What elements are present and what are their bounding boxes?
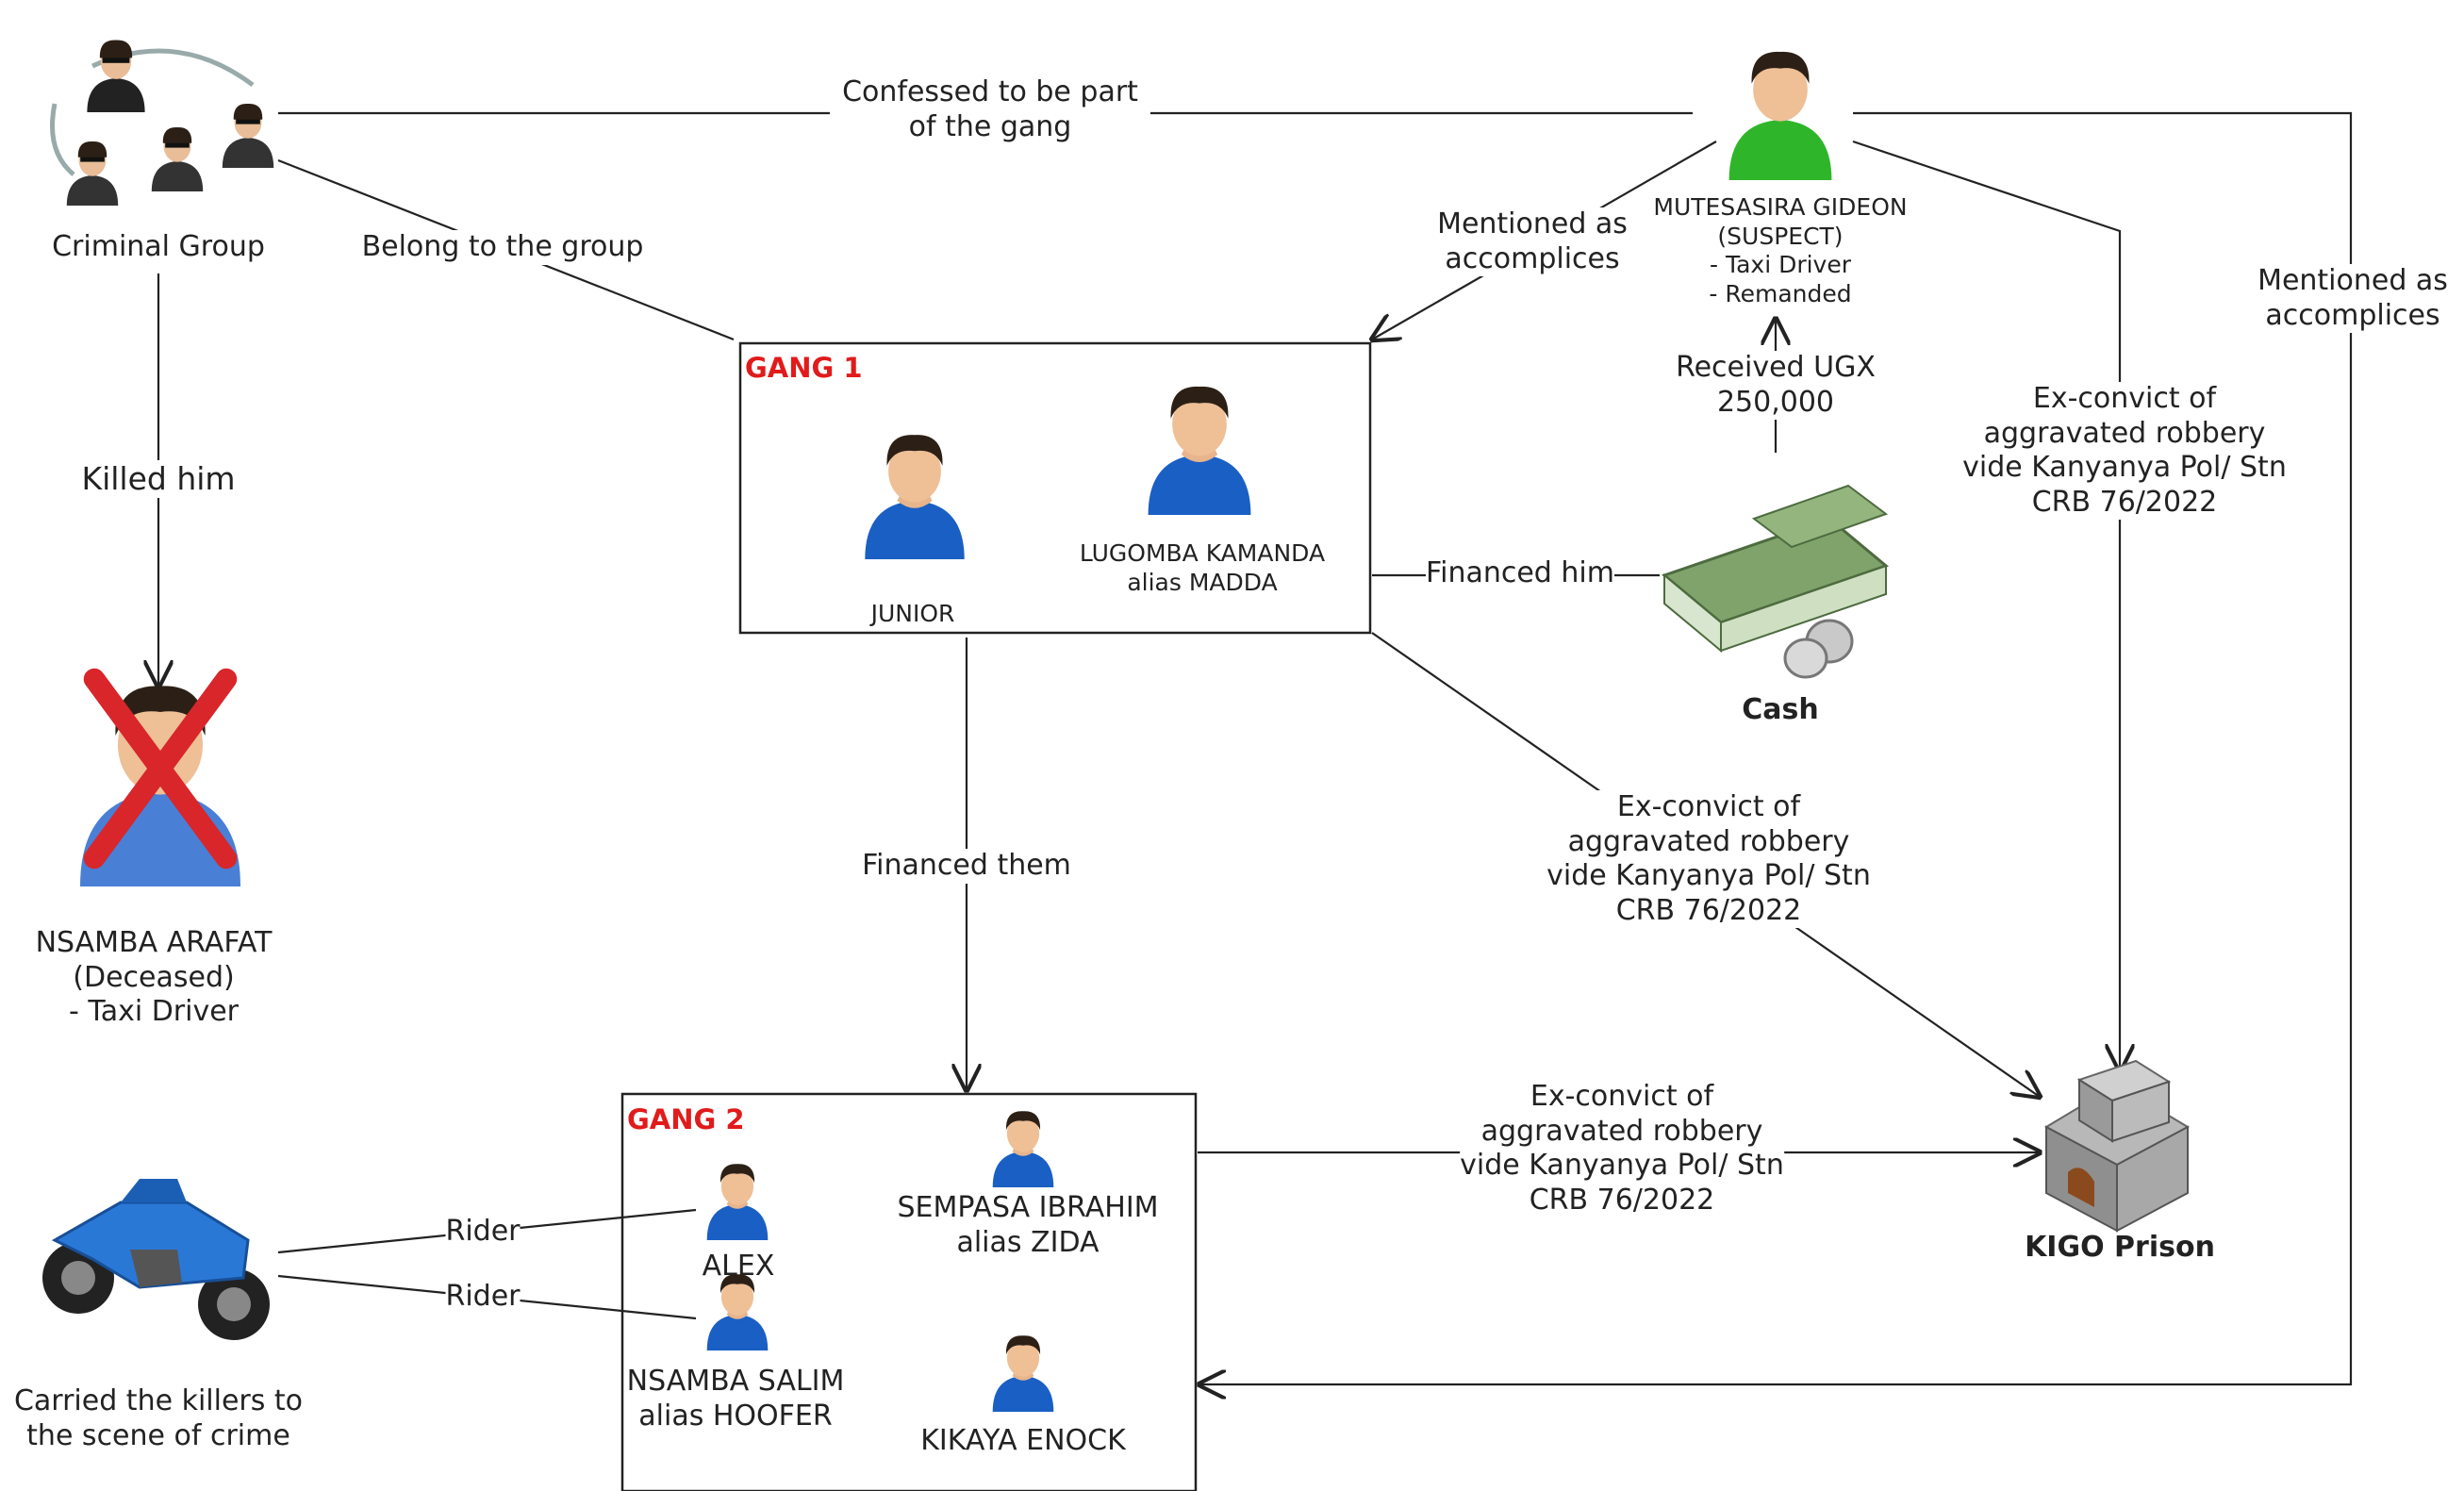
edge-label-exconvict-3-line-1: Ex-convict of <box>2032 382 2217 415</box>
edge-label-exconvict-1-line-3: vide Kanyanya Pol/ Stn <box>1546 859 1871 893</box>
edge-label-received-line-1: Received UGX <box>1676 351 1876 384</box>
gang-1-box <box>738 341 1372 635</box>
cash-icon <box>1661 484 1890 679</box>
edge-label-exconvict-2-line-3: vide Kanyanya Pol/ Stn <box>1460 1149 1784 1183</box>
edge-mentioned-gang2 <box>1199 111 2353 1384</box>
nsamba-arafat-label: NSAMBA ARAFAT (Deceased) - Taxi Driver <box>36 926 273 1030</box>
edge-label-mentioned-1: Mentioned as accomplices <box>1437 207 1628 277</box>
gang-2-title: GANG 2 <box>627 1103 745 1135</box>
edge-exconvict-suspect <box>1852 140 2120 1070</box>
edge-label-exconvict-1: Ex-convict of aggravated robbery vide Ka… <box>1546 790 1871 929</box>
edge-label-confessed: Confessed to be part of the gang <box>842 75 1138 145</box>
alex-label: ALEX <box>702 1250 775 1283</box>
person-icon-lugomba <box>1148 386 1251 515</box>
edge-label-exconvict-2-line-2: aggravated robbery <box>1480 1114 1763 1148</box>
nsamba-salim-line-1: NSAMBA SALIM <box>626 1365 845 1398</box>
edge-label-killed: Killed him <box>81 460 236 499</box>
motorbike-icon <box>42 1179 270 1340</box>
person-icon-kikaya <box>992 1335 1054 1412</box>
mutesasira-line-4: - Remanded <box>1709 279 1852 307</box>
edge-label-rider-2: Rider <box>445 1280 521 1315</box>
junior-label: JUNIOR <box>870 600 955 627</box>
edge-label-received-line-2: 250,000 <box>1716 385 1835 419</box>
kigo-prison-label: KIGO Prison <box>2025 1231 2215 1264</box>
suspect-person-icon <box>1728 51 1832 180</box>
person-icon-sempasa <box>992 1111 1054 1187</box>
edge-label-received: Received UGX 250,000 <box>1676 351 1876 421</box>
cash-label: Cash <box>1742 693 1819 726</box>
motorbike-label: Carried the killers to the scene of crim… <box>14 1384 303 1453</box>
edge-label-mentioned-2-line-2: accomplices <box>2265 298 2440 332</box>
edge-label-financed-them: Financed them <box>862 849 1071 884</box>
nsamba-salim-label: NSAMBA SALIM alias HOOFER <box>627 1365 845 1433</box>
edge-label-confessed-line-1: Confessed to be part <box>842 75 1138 108</box>
edge-label-exconvict-3-line-4: CRB 76/2022 <box>2031 485 2218 519</box>
nsamba-arafat-line-1: NSAMBA ARAFAT <box>35 926 273 959</box>
edge-label-mentioned-1-line-1: Mentioned as <box>1437 207 1628 240</box>
edge-label-exconvict-1-line-1: Ex-convict of <box>1616 790 1801 823</box>
edge-label-exconvict-2-line-1: Ex-convict of <box>1530 1080 1714 1113</box>
nsamba-arafat-line-3: - Taxi Driver <box>68 995 240 1029</box>
criminal-group-icon <box>50 40 274 206</box>
edge-label-exconvict-3-line-3: vide Kanyanya Pol/ Stn <box>1962 451 2287 485</box>
lugomba-label: LUGOMBA KAMANDA alias MADDA <box>1080 539 1325 597</box>
criminal-group-label: Criminal Group <box>52 230 265 263</box>
person-icon-alex <box>706 1164 769 1240</box>
gang-1-title: GANG 1 <box>745 352 863 384</box>
edge-label-exconvict-1-line-2: aggravated robbery <box>1567 824 1850 858</box>
edge-label-exconvict-1-line-4: CRB 76/2022 <box>1615 893 1802 927</box>
edge-label-belong: Belong to the group <box>361 230 644 265</box>
edge-label-mentioned-1-line-2: accomplices <box>1445 241 1620 275</box>
person-icon-salim <box>706 1274 769 1350</box>
deceased-person-icon <box>80 668 240 886</box>
lugomba-line-2: alias MADDA <box>1127 568 1278 596</box>
edge-label-financed-him: Financed him <box>1426 556 1614 591</box>
prison-icon <box>2043 1059 2191 1233</box>
mutesasira-label: MUTESASIRA GIDEON (SUSPECT) - Taxi Drive… <box>1653 193 1907 308</box>
person-icon-junior <box>865 435 965 559</box>
sempasa-label: SEMPASA IBRAHIM alias ZIDA <box>897 1191 1158 1260</box>
kikaya-label: KIKAYA ENOCK <box>920 1424 1126 1457</box>
nsamba-arafat-line-2: (Deceased) <box>73 960 235 994</box>
sempasa-line-2: alias ZIDA <box>956 1225 1100 1259</box>
gang-2-box <box>620 1092 1198 1491</box>
edge-label-mentioned-2-line-1: Mentioned as <box>2257 264 2448 297</box>
edge-label-exconvict-3: Ex-convict of aggravated robbery vide Ka… <box>1962 382 2287 521</box>
mutesasira-line-1: MUTESASIRA GIDEON <box>1653 193 1908 221</box>
motorbike-line-1: Carried the killers to <box>13 1384 304 1417</box>
edge-label-confessed-line-2: of the gang <box>908 109 1072 143</box>
mutesasira-line-2: (SUSPECT) <box>1717 222 1844 250</box>
motorbike-line-2: the scene of crime <box>26 1418 290 1452</box>
edge-label-exconvict-2: Ex-convict of aggravated robbery vide Ka… <box>1460 1080 1784 1218</box>
edge-label-rider-1: Rider <box>445 1215 521 1250</box>
lugomba-line-1: LUGOMBA KAMANDA <box>1079 539 1326 567</box>
mutesasira-line-3: - Taxi Driver <box>1709 251 1852 278</box>
sempasa-line-1: SEMPASA IBRAHIM <box>897 1191 1159 1224</box>
edge-label-exconvict-3-line-2: aggravated robbery <box>1983 416 2266 450</box>
nsamba-salim-line-2: alias HOOFER <box>638 1399 833 1433</box>
edge-label-exconvict-2-line-4: CRB 76/2022 <box>1529 1183 1715 1217</box>
edge-label-mentioned-2: Mentioned as accomplices <box>2257 264 2448 334</box>
